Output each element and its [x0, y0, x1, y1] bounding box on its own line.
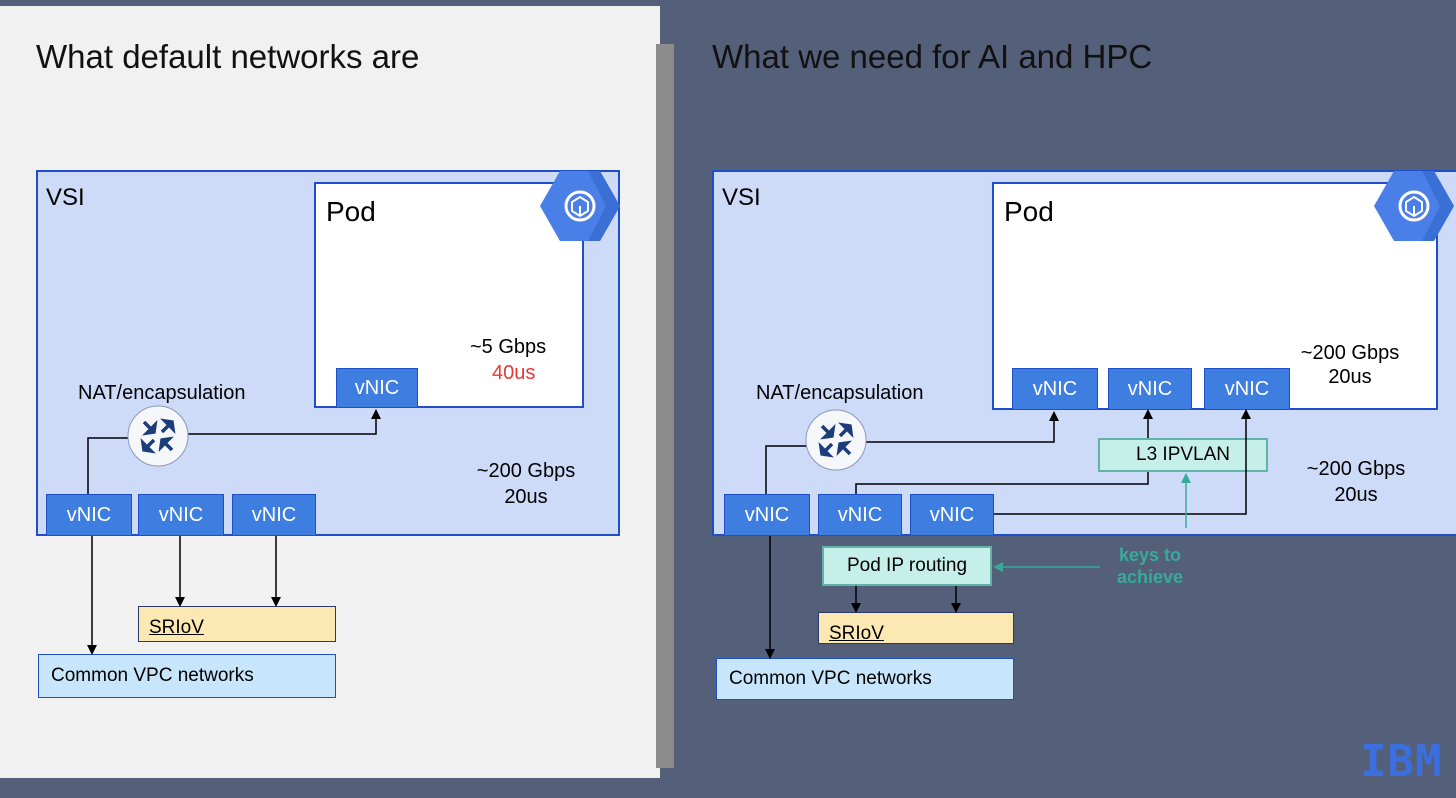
right-pod-speed: ~200 Gbps: [1300, 342, 1400, 364]
right-router-icon: [805, 409, 867, 471]
left-title: What default networks are: [36, 38, 420, 75]
left-pod-speed: ~5 Gbps: [470, 336, 547, 358]
left-nat-label: NAT/encapsulation: [78, 382, 246, 404]
right-pod-vnic-2: vNIC: [1108, 368, 1192, 410]
right-vnic-2: vNIC: [818, 494, 902, 536]
right-kubernetes-engine-hex-icon: [1374, 171, 1454, 241]
pod-ip-routing-box: Pod IP routing: [822, 546, 992, 586]
right-pod-label: Pod: [1004, 196, 1054, 227]
right-vnic-3: vNIC: [910, 494, 994, 536]
left-pod-latency: 40us: [492, 362, 536, 384]
left-vnic-3: vNIC: [232, 494, 316, 536]
left-panel-shadow: [656, 44, 674, 768]
right-vnic-1: vNIC: [724, 494, 810, 536]
right-title: What we need for AI and HPC: [712, 38, 1153, 75]
left-vpc: Common VPC networks: [38, 654, 336, 698]
right-sriov: SRIoV: [818, 612, 1014, 644]
right-pod-vnic-1: vNIC: [1012, 368, 1098, 410]
left-kubernetes-engine-hex-icon: [540, 171, 620, 241]
left-router-icon: [127, 405, 189, 467]
left-vsi-latency: 20us: [504, 486, 548, 508]
right-vsi-latency: 20us: [1334, 484, 1378, 506]
l3-ipvlan-box: L3 IPVLAN: [1098, 438, 1268, 472]
right-vsi-label: VSI: [722, 184, 761, 211]
right-pod-latency: 20us: [1328, 366, 1372, 388]
left-vnic-1: vNIC: [46, 494, 132, 536]
keys-line-1: keys to: [1118, 545, 1182, 565]
left-vnic-2: vNIC: [138, 494, 224, 536]
right-nat-label: NAT/encapsulation: [756, 382, 924, 404]
keys-line-2: achieve: [1116, 567, 1184, 587]
ibm-logo: IBM: [1360, 736, 1443, 787]
left-vsi-speed: ~200 Gbps: [476, 460, 576, 482]
left-sriov: SRIoV: [138, 606, 336, 642]
right-vsi-speed: ~200 Gbps: [1306, 458, 1406, 480]
left-pod-label: Pod: [326, 196, 376, 227]
keys-to-achieve-label: keys to achieve: [1100, 544, 1200, 588]
left-vsi-label: VSI: [46, 184, 85, 211]
right-vpc: Common VPC networks: [716, 658, 1014, 700]
left-pod-vnic: vNIC: [336, 368, 418, 408]
